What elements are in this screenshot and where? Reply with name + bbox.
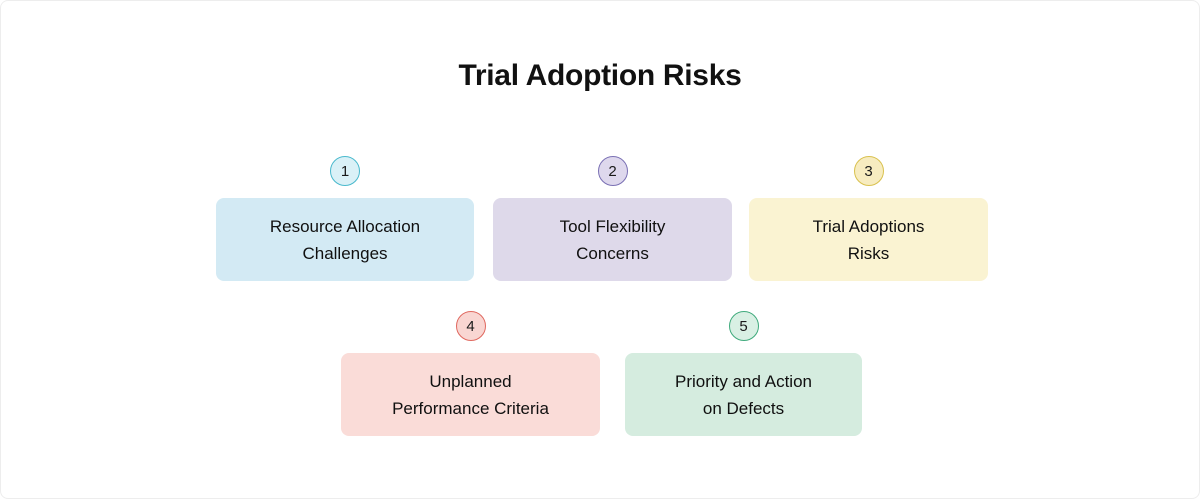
risk-card-group-1: 1 Resource Allocation Challenges — [216, 156, 474, 281]
risk-card-4: Unplanned Performance Criteria — [341, 353, 600, 436]
risk-card-2-label-line1: Tool Flexibility — [559, 216, 666, 236]
risk-card-1-label-line2: Challenges — [302, 243, 388, 263]
risk-card-2: Tool Flexibility Concerns — [493, 198, 732, 281]
risk-card-5: Priority and Action on Defects — [625, 353, 862, 436]
risk-card-4-label-line1: Unplanned — [429, 371, 512, 391]
step-number-badge-1: 1 — [330, 156, 360, 186]
risk-card-group-3: 3 Trial Adoptions Risks — [749, 156, 988, 281]
risk-card-3-label-line2: Risks — [847, 243, 890, 263]
risk-card-1: Resource Allocation Challenges — [216, 198, 474, 281]
risk-card-3: Trial Adoptions Risks — [749, 198, 988, 281]
risk-card-3-label-line1: Trial Adoptions — [812, 216, 925, 236]
risk-card-5-label-line1: Priority and Action — [674, 371, 812, 391]
risk-card-group-2: 2 Tool Flexibility Concerns — [493, 156, 732, 281]
step-number-badge-3: 3 — [853, 156, 884, 186]
risk-card-group-5: 5 Priority and Action on Defects — [625, 311, 862, 436]
risk-card-group-4: 4 Unplanned Performance Criteria — [341, 311, 600, 436]
risk-card-4-label-line2: Performance Criteria — [392, 398, 549, 418]
step-number-badge-5: 5 — [728, 311, 759, 341]
risk-card-2-label-line2: Concerns — [576, 243, 649, 263]
risk-card-1-label-line1: Resource Allocation — [269, 216, 421, 236]
step-number-badge-2: 2 — [597, 156, 628, 186]
risk-card-5-label-line2: on Defects — [702, 398, 785, 418]
step-number-badge-4: 4 — [455, 311, 486, 341]
page-title: Trial Adoption Risks — [458, 59, 742, 92]
